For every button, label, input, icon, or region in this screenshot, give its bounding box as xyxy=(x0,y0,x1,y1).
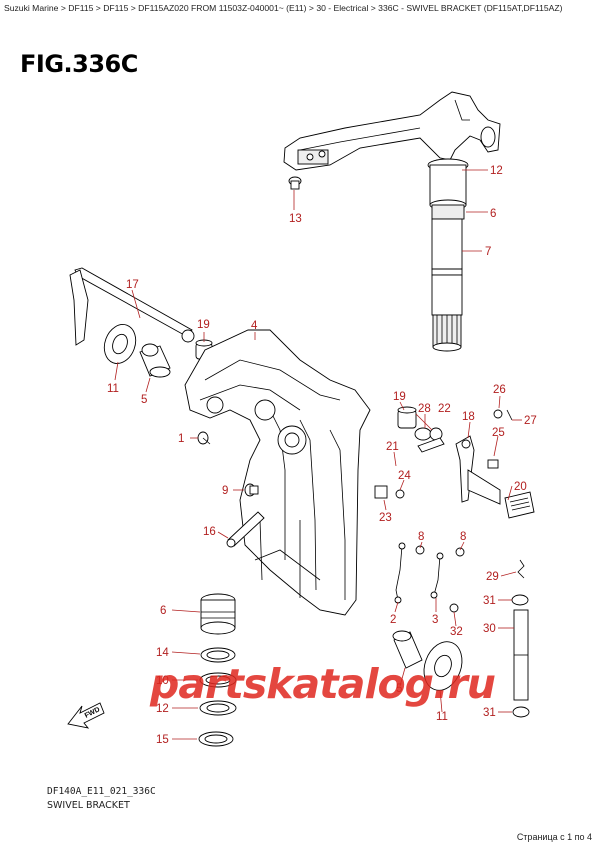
lower-bushing-washer-drawing xyxy=(392,630,463,691)
callout-3[interactable]: 3 xyxy=(432,614,438,626)
callout-8-b[interactable]: 8 xyxy=(460,531,466,543)
callout-7[interactable]: 7 xyxy=(485,246,491,258)
callout-6-top[interactable]: 6 xyxy=(490,208,496,220)
callout-12-top[interactable]: 12 xyxy=(490,165,503,177)
callout-13[interactable]: 13 xyxy=(289,213,302,225)
callout-31-bottom[interactable]: 31 xyxy=(483,707,496,719)
callout-29[interactable]: 29 xyxy=(486,571,499,583)
callout-1[interactable]: 1 xyxy=(178,433,184,445)
steering-shaft-drawing xyxy=(427,158,469,352)
callout-2[interactable]: 2 xyxy=(390,614,396,626)
callout-31-top[interactable]: 31 xyxy=(483,595,496,607)
callout-24[interactable]: 24 xyxy=(398,470,411,482)
callout-19-right[interactable]: 19 xyxy=(393,391,406,403)
callout-20[interactable]: 20 xyxy=(514,481,527,493)
ground-leads-drawing xyxy=(394,542,465,613)
callout-4[interactable]: 4 xyxy=(251,320,258,332)
callout-26[interactable]: 26 xyxy=(493,384,506,396)
steering-arm-drawing xyxy=(283,91,501,171)
callout-6-bottom[interactable]: 6 xyxy=(160,605,166,617)
bolt-9-drawing xyxy=(244,483,259,497)
footer-diagram-code: DF140A_E11_021_336C xyxy=(47,786,156,797)
leader-lines xyxy=(114,169,522,740)
callout-5-right[interactable]: 5 xyxy=(396,683,402,695)
footer-diagram-name: SWIVEL BRACKET xyxy=(47,800,130,811)
watermark: partskatalog.ru xyxy=(150,660,496,708)
callout-28[interactable]: 28 xyxy=(418,403,431,415)
callout-11-right[interactable]: 11 xyxy=(436,711,448,723)
right-column-parts-drawing xyxy=(511,559,530,718)
callout-9[interactable]: 9 xyxy=(222,485,228,497)
callout-22[interactable]: 22 xyxy=(438,403,451,415)
breadcrumb[interactable]: Suzuki Marine > DF115 > DF115 > DF115AZ0… xyxy=(4,3,563,13)
fwd-arrow-icon: FWD xyxy=(67,702,105,729)
callout-19-top[interactable]: 19 xyxy=(197,319,210,331)
tilt-tube-drawing xyxy=(69,267,195,346)
callout-16[interactable]: 16 xyxy=(203,526,216,538)
callout-18[interactable]: 18 xyxy=(462,411,475,423)
washer-bushing-left-drawing xyxy=(103,324,171,378)
callout-11-left[interactable]: 11 xyxy=(107,383,119,395)
swivel-bracket-body-drawing xyxy=(184,329,371,616)
callout-25[interactable]: 25 xyxy=(492,427,505,439)
callout-27[interactable]: 27 xyxy=(524,415,537,427)
callout-12-bottom[interactable]: 12 xyxy=(156,703,169,715)
callout-21[interactable]: 21 xyxy=(386,441,399,453)
stopper-16-drawing xyxy=(226,511,265,548)
figure-title: FIG.336C xyxy=(20,50,138,78)
callout-23[interactable]: 23 xyxy=(379,512,392,524)
callout-numbers: 12 13 6 7 17 4 19 11 5 1 19 28 22 26 27 … xyxy=(107,165,537,746)
bolt-13-drawing xyxy=(288,176,302,190)
callout-10[interactable]: 10 xyxy=(156,675,169,687)
callout-32[interactable]: 32 xyxy=(450,626,463,638)
callout-30[interactable]: 30 xyxy=(483,623,496,635)
right-small-parts-drawing xyxy=(374,406,535,519)
callout-17[interactable]: 17 xyxy=(126,279,139,291)
callout-15[interactable]: 15 xyxy=(156,734,169,746)
callout-5-left[interactable]: 5 xyxy=(141,394,147,406)
left-column-rings-drawing xyxy=(198,593,237,747)
callout-8-a[interactable]: 8 xyxy=(418,531,424,543)
bolt-1-drawing xyxy=(197,431,211,445)
page-counter: Страница с 1 по 4 xyxy=(516,832,592,842)
callout-14[interactable]: 14 xyxy=(156,647,169,659)
